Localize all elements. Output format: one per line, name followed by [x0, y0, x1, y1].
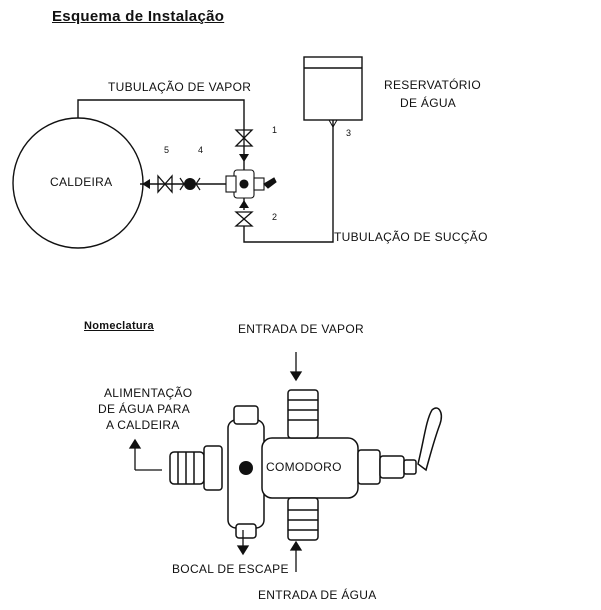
flow-arrow-bottom — [239, 200, 249, 208]
reservoir-tank — [303, 56, 363, 121]
injector-small — [225, 169, 277, 199]
steam-pipe-label: TUBULAÇÃO DE VAPOR — [108, 80, 252, 94]
steam-inlet-arrow — [289, 371, 303, 382]
reservoir-label-line-2: DE ÁGUA — [400, 96, 457, 110]
feed-label-line-2: DE ÁGUA PARA — [98, 402, 191, 416]
feed-label-line-1: ALIMENTAÇÃO — [104, 386, 193, 400]
steam-pipe — [77, 99, 245, 130]
feed-outlet-arrow — [128, 438, 142, 449]
boiler-label: CALDEIRA — [50, 175, 113, 189]
label-number-5: 5 — [164, 145, 170, 155]
valve-knob — [239, 461, 253, 475]
valve-1 — [234, 129, 254, 147]
label-number-3: 3 — [346, 128, 352, 138]
suction-pipe-label: TUBULAÇÃO DE SUCÇÃO — [334, 230, 488, 244]
steam-inlet-label: ENTRADA DE VAPOR — [238, 322, 364, 336]
flow-arrow-top — [239, 154, 249, 162]
nomenclature-heading: Nomeclatura — [84, 320, 154, 332]
exhaust-nozzle-label: BOCAL DE ESCAPE — [172, 562, 289, 576]
reservoir-outlet-pipe — [243, 120, 334, 243]
reservoir-arrow — [328, 119, 338, 129]
feed-arrow-to-boiler — [142, 179, 150, 189]
handle-lever — [417, 407, 443, 472]
reservoir-label-line-1: RESERVATÓRIO — [384, 78, 481, 92]
label-number-4: 4 — [198, 145, 204, 155]
page-title: Esquema de Instalação — [52, 8, 225, 25]
valve-2 — [234, 211, 254, 227]
feed-label-line-3: A CALDEIRA — [106, 418, 180, 432]
device-name-label: COMODORO — [266, 460, 342, 474]
label-number-2: 2 — [272, 212, 278, 222]
check-valve-4 — [184, 178, 196, 190]
valve-5 — [157, 174, 173, 194]
water-inlet-arrow — [289, 540, 303, 551]
label-number-1: 1 — [272, 125, 278, 135]
exhaust-arrow — [236, 545, 250, 556]
water-inlet-label: ENTRADA DE ÁGUA — [258, 588, 377, 602]
